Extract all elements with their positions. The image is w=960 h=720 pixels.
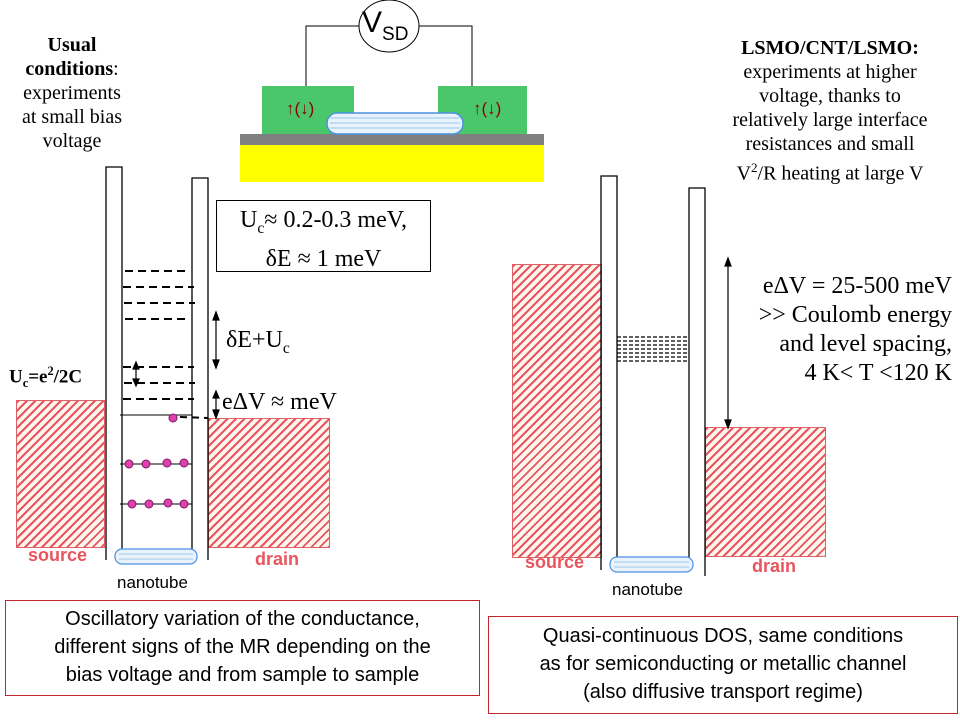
left-heading-line: experiments bbox=[23, 82, 121, 104]
right-contact: ↑(↓) bbox=[438, 86, 527, 134]
electron bbox=[141, 459, 151, 469]
right-source-lead bbox=[512, 264, 602, 558]
electron bbox=[162, 458, 172, 468]
left-barrier-source bbox=[105, 166, 123, 560]
wire-right bbox=[418, 25, 473, 86]
bias-arrow-head-down bbox=[212, 409, 220, 420]
right-bias-line: eΔV = 25-500 meV bbox=[762, 273, 952, 299]
empty-levels bbox=[123, 270, 195, 400]
right-nanotube-icon bbox=[609, 556, 694, 573]
left-drain-lead bbox=[208, 418, 330, 548]
right-bias-line: >> Coulomb energy bbox=[758, 302, 952, 328]
right-summary-line: (also diffusive transport regime) bbox=[583, 681, 863, 703]
bias-label: eΔV ≈ meV bbox=[222, 389, 337, 415]
uc-arrow-head-down bbox=[132, 378, 140, 388]
left-heading-line: voltage bbox=[42, 130, 102, 152]
spin-icon: ↑(↓) bbox=[473, 99, 502, 118]
left-drain-label: drain bbox=[255, 549, 300, 569]
right-summary-line: Quasi-continuous DOS, same conditions bbox=[542, 625, 904, 647]
spin-icon: ↑(↓) bbox=[286, 99, 315, 118]
left-contact: ↑(↓) bbox=[262, 86, 354, 134]
electron bbox=[144, 499, 154, 509]
left-heading-line: at small bias bbox=[22, 106, 122, 128]
params-line-2: δE ≈ 1 meV bbox=[265, 245, 382, 272]
spacing-label: δE+Uc bbox=[226, 327, 290, 357]
electron bbox=[168, 413, 178, 423]
substrate bbox=[240, 145, 544, 182]
electron bbox=[127, 499, 137, 509]
left-nanotube-icon bbox=[114, 548, 198, 565]
right-heading-line: relatively large interface bbox=[732, 109, 928, 131]
right-heading-line: resistances and small bbox=[745, 133, 915, 155]
right-heading-line: voltage, thanks to bbox=[759, 85, 901, 107]
charging-energy-label: Uc=e2/2C bbox=[9, 364, 83, 391]
right-nanotube-label: nanotube bbox=[612, 580, 683, 599]
right-bias-line: 4 K< T <120 K bbox=[804, 360, 952, 386]
right-bias-text: eΔV = 25-500 meV >> Coulomb energy and l… bbox=[700, 272, 952, 388]
right-summary-line: as for semiconducting or metallic channe… bbox=[539, 653, 907, 675]
electron bbox=[124, 459, 134, 469]
right-drain-label: drain bbox=[752, 556, 797, 576]
voltmeter-label: VSD bbox=[362, 8, 408, 50]
left-summary-box: Oscillatory variation of the conductance… bbox=[5, 600, 480, 696]
left-source-label: source bbox=[28, 545, 88, 565]
right-heading-line: V2/R heating at large V bbox=[736, 160, 924, 185]
right-source-label: source bbox=[525, 552, 585, 572]
quasi-continuous-levels bbox=[617, 336, 689, 362]
params-box: Uc≈ 0.2-0.3 meV, δE ≈ 1 meV bbox=[216, 200, 431, 272]
right-heading-bold: LSMO/CNT/LSMO: bbox=[741, 37, 919, 59]
electron bbox=[163, 498, 173, 508]
dashed-bridge bbox=[179, 416, 209, 419]
right-bias-line: and level spacing, bbox=[779, 331, 952, 357]
left-source-lead bbox=[16, 400, 105, 548]
params-line-1: Uc≈ 0.2-0.3 meV, bbox=[240, 207, 407, 237]
left-barrier-drain bbox=[191, 177, 209, 560]
voltmeter-symbol: V bbox=[362, 6, 383, 39]
spacing-arrow-head-down bbox=[212, 359, 220, 370]
right-heading: LSMO/CNT/LSMO: experiments at higher vol… bbox=[700, 36, 960, 186]
spacing-arrow-head-up bbox=[212, 310, 220, 321]
electron bbox=[179, 499, 189, 509]
right-drain-lead bbox=[705, 427, 826, 557]
left-heading-bold-2: conditions: bbox=[25, 58, 119, 80]
right-summary-box: Quasi-continuous DOS, same conditions as… bbox=[488, 616, 958, 714]
left-summary-line: bias voltage and from sample to sample bbox=[65, 664, 420, 686]
bias-arrow-head-up bbox=[212, 389, 220, 399]
uc-arrow-head-up bbox=[132, 360, 140, 370]
right-heading-line: experiments at higher bbox=[743, 61, 917, 83]
large-bias-arrow-head-up bbox=[724, 256, 732, 267]
wire-left bbox=[305, 25, 360, 86]
left-heading-bold: Usual bbox=[47, 34, 97, 56]
left-summary-line: Oscillatory variation of the conductance… bbox=[65, 608, 420, 630]
right-barrier-source bbox=[600, 175, 618, 570]
electron bbox=[179, 458, 189, 468]
left-nanotube-label: nanotube bbox=[117, 573, 188, 592]
left-summary-line: different signs of the MR depending on t… bbox=[54, 636, 431, 658]
oxide-layer bbox=[240, 134, 544, 145]
left-heading: Usual conditions: experiments at small b… bbox=[6, 33, 138, 153]
voltmeter-subscript: SD bbox=[382, 24, 409, 45]
